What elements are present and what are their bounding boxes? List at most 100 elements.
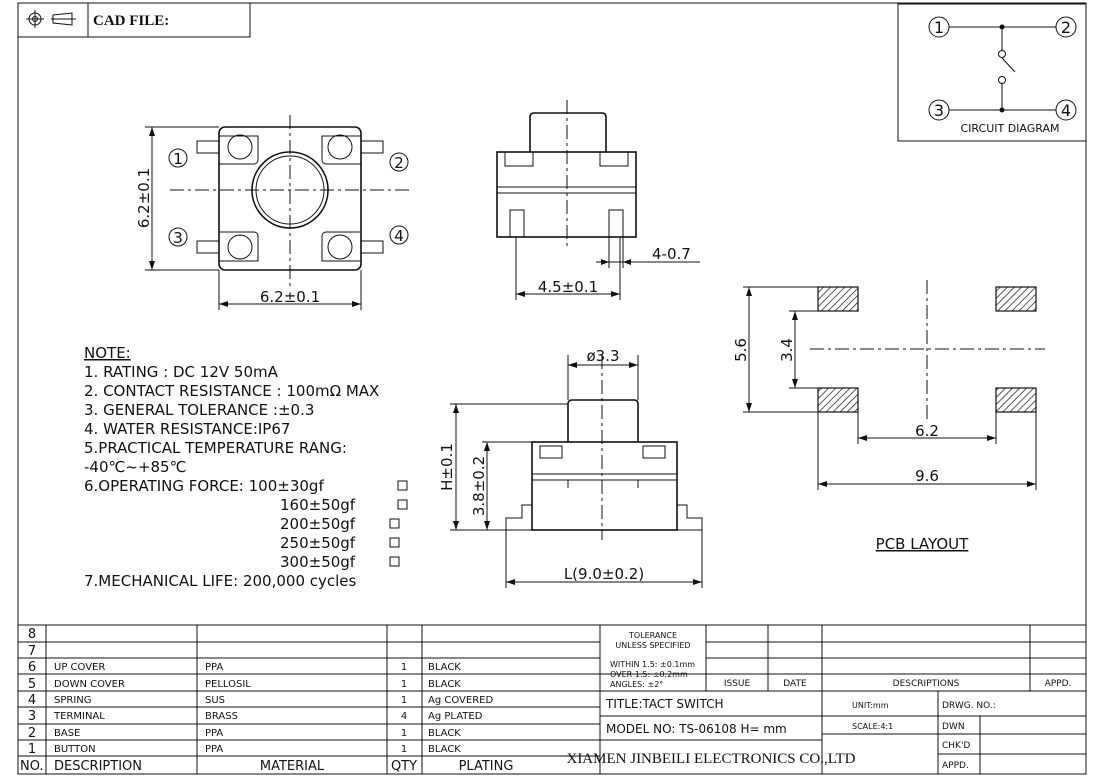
bom-row-no: 2 — [28, 726, 36, 741]
top-view-pin-4: 4 — [394, 227, 404, 245]
circuit-pin-4: 4 — [1061, 101, 1071, 120]
descriptions-label: DESCRIPTIONS — [893, 679, 960, 689]
appd-column-label: APPD. — [1045, 679, 1072, 689]
title-block: TOLERANCE UNLESS SPECIFIED WITHIN 1.5: ±… — [566, 625, 1086, 774]
note-line: 1. RATING : DC 12V 50mA — [84, 363, 279, 381]
bom-row-material: PPA — [205, 728, 223, 739]
bom-row-no: 4 — [28, 693, 36, 708]
bom-row-description: BUTTON — [54, 744, 96, 755]
within-tolerance: WITHIN 1.5: ±0.1mm — [610, 660, 695, 669]
bom-row-material: BRASS — [205, 711, 238, 722]
bom-row-plating: BLACK — [428, 662, 461, 673]
pcb-pad — [995, 387, 1037, 413]
bom-row-qty: 1 — [401, 695, 407, 706]
circuit-diagram: 1 2 3 4 CIRCUIT DIAGRAM — [897, 3, 1087, 142]
bom-row-description: SPRING — [54, 695, 92, 706]
pcb-outer-vertical-dim: 5.6 — [732, 338, 750, 362]
top-view-width-dim: 6.2±0.1 — [260, 288, 320, 306]
circuit-pin-2: 2 — [1061, 18, 1071, 37]
bom-row-description: DOWN COVER — [54, 679, 125, 690]
top-view-height-dim: 6.2±0.1 — [135, 168, 153, 228]
bom-row-plating: Ag COVERED — [428, 695, 493, 706]
drawing-number-label: DRWG. NO.: — [942, 701, 996, 711]
checkbox-icon — [389, 537, 400, 548]
front-view-diameter-dim: ø3.3 — [586, 347, 619, 365]
date-label: DATE — [783, 679, 807, 689]
bom-header-no: NO. — [20, 759, 44, 774]
note-line: 3. GENERAL TOLERANCE :±0.3 — [84, 401, 314, 419]
bom-row-plating: BLACK — [428, 728, 461, 739]
note-line: 200±50gf — [280, 515, 356, 533]
unit-label: UNIT:mm — [852, 701, 889, 710]
note-line: 4. WATER RESISTANCE:IP67 — [84, 420, 290, 438]
note-line: 7.MECHANICAL LIFE: 200,000 cycles — [84, 572, 357, 590]
side-view: 4.5±0.1 4-0.7 — [496, 100, 700, 300]
note-line: -40℃~+85℃ — [84, 458, 186, 476]
projection-symbol-icon — [26, 10, 76, 28]
cad-file-label: CAD FILE: — [93, 13, 169, 29]
checkbox-icon — [389, 556, 400, 567]
pcb-pad — [817, 387, 859, 413]
note-line: 250±50gf — [280, 534, 356, 552]
bom-row-qty: 1 — [401, 728, 407, 739]
company-name: XIAMEN JINBEILI ELECTRONICS CO.,LTD — [566, 751, 855, 767]
bom-row-no: 6 — [28, 660, 36, 675]
bom-row-no: 7 — [28, 644, 36, 659]
unless-specified-label: UNLESS SPECIFIED — [615, 641, 690, 650]
pcb-layout: 5.6 3.4 6.2 9.6 PCB LAYOUT — [732, 280, 1045, 553]
checkbox-icon — [397, 480, 408, 491]
angles-tolerance: ANGLES: ±2° — [610, 680, 663, 689]
notes-block: NOTE: 1. RATING : DC 12V 50mA 2. CONTACT… — [84, 344, 408, 590]
bom-header-material: MATERIAL — [260, 759, 325, 774]
checkbox-icon — [397, 499, 408, 510]
bom-row-material: SUS — [205, 695, 225, 706]
top-view-pin-3: 3 — [173, 229, 183, 247]
pcb-outer-horizontal-dim: 9.6 — [915, 467, 939, 485]
front-view-length-dim: L(9.0±0.2) — [564, 565, 644, 583]
bom-row-description: UP COVER — [54, 662, 105, 673]
side-view-pin-dim: 4-0.7 — [652, 245, 691, 263]
note-line: 5.PRACTICAL TEMPERATURE RANG: — [84, 439, 347, 457]
bom-row-no: 8 — [28, 627, 36, 642]
checked-label: CHK'D — [942, 741, 970, 751]
bom-header-qty: QTY — [391, 759, 417, 774]
approved-label: APPD. — [942, 761, 969, 771]
front-view: ø3.3 H±0.1 3.8±0.2 L(9.0±0.2) — [438, 347, 703, 588]
circuit-pin-1: 1 — [934, 18, 944, 37]
tolerance-label: TOLERANCE — [628, 631, 677, 640]
notes-title: NOTE: — [84, 344, 131, 362]
bom-row-material: PPA — [205, 744, 223, 755]
pcb-inner-vertical-dim: 3.4 — [778, 338, 796, 362]
pcb-pad — [995, 286, 1037, 312]
bom-row-plating: BLACK — [428, 679, 461, 690]
pcb-layout-title: PCB LAYOUT — [876, 535, 970, 553]
bom-row-material: PELLOSIL — [205, 679, 251, 690]
bom-header-description: DESCRIPTION — [54, 759, 142, 774]
front-view-body-dim: 3.8±0.2 — [470, 456, 488, 516]
drawn-label: DWN — [942, 722, 965, 732]
bom-row-no: 3 — [28, 709, 36, 724]
note-line: 300±50gf — [280, 553, 356, 571]
bom-row-no: 1 — [28, 742, 36, 757]
model-number: MODEL NO: TS-06108 H= mm — [606, 722, 787, 736]
bom-row-qty: 4 — [401, 711, 407, 722]
note-line: 160±50gf — [280, 496, 356, 514]
front-view-height-dim: H±0.1 — [438, 443, 456, 491]
top-view: 1 2 3 4 6.2±0.1 6.2±0.1 — [135, 115, 410, 310]
top-view-pin-1: 1 — [173, 150, 183, 168]
header-block: CAD FILE: — [17, 2, 251, 38]
sheet-border — [17, 2, 1087, 775]
bom-table: 8 7 6 UP COVER PPA 1 BLACK 5 DOWN COVER … — [18, 624, 1086, 774]
circuit-diagram-title: CIRCUIT DIAGRAM — [961, 122, 1060, 135]
issue-label: ISSUE — [724, 679, 751, 689]
bom-row-plating: Ag PLATED — [428, 711, 483, 722]
note-line: 2. CONTACT RESISTANCE : 100mΩ MAX — [84, 382, 379, 400]
bom-row-description: TERMINAL — [53, 711, 105, 722]
bom-row-description: BASE — [54, 728, 80, 739]
over-tolerance: OVER 1.5: ±0.2mm — [610, 670, 688, 679]
pcb-inner-horizontal-dim: 6.2 — [915, 422, 939, 440]
scale-label: SCALE:4:1 — [852, 722, 893, 731]
bom-row-no: 5 — [28, 677, 36, 692]
bom-row-qty: 1 — [401, 679, 407, 690]
